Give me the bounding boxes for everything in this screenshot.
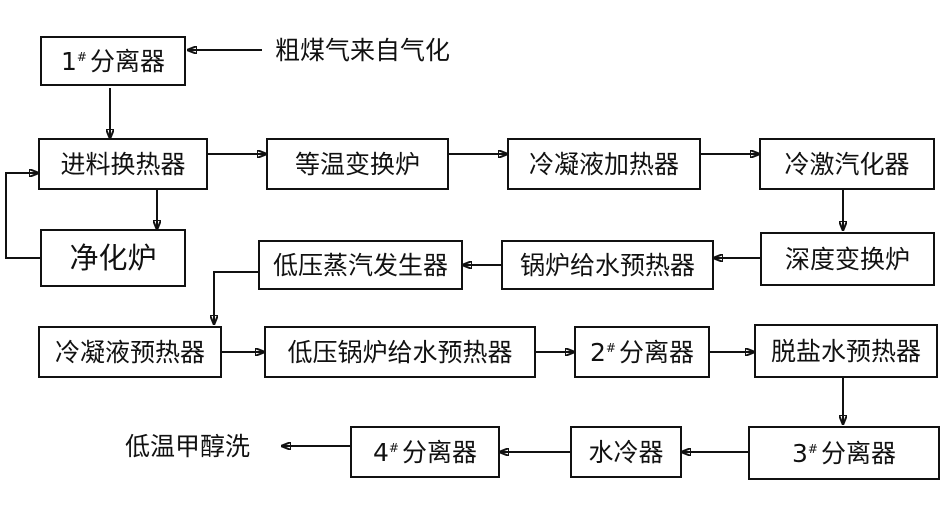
node-water-cooler: 水冷器	[570, 426, 682, 478]
node-low-pressure-steam-generator: 低压蒸汽发生器	[258, 240, 463, 290]
node-separator-2-label: 分离器	[618, 337, 694, 367]
node-separator-3-number: 3	[792, 438, 808, 468]
node-separator-3: 3#分离器	[748, 426, 940, 480]
node-separator-2: 2#分离器	[574, 326, 710, 378]
node-condensate-preheater: 冷凝液预热器	[38, 326, 222, 378]
node-boiler-feedwater-preheater: 锅炉给水预热器	[501, 240, 714, 290]
node-isothermal-shift-converter: 等温变换炉	[266, 138, 449, 190]
node-separator-3-mark: #	[807, 442, 818, 456]
external-sink-label: 低温甲醇洗	[125, 432, 251, 461]
node-separator-4-mark: #	[388, 441, 399, 455]
node-low-pressure-boiler-feedwater-preheater: 低压锅炉给水预热器	[264, 326, 536, 378]
node-separator-1-label: 分离器	[89, 46, 165, 76]
node-condensate-heater: 冷凝液加热器	[507, 138, 701, 190]
arrow-purifier-to-feed-heater	[5, 173, 40, 259]
node-separator-4-number: 4	[373, 437, 389, 467]
node-demineralized-water-preheater: 脱盐水预热器	[754, 324, 938, 378]
node-separator-1: 1#分离器	[40, 36, 186, 86]
node-purification-furnace: 净化炉	[40, 229, 186, 287]
node-deep-shift-converter: 深度变换炉	[760, 232, 935, 286]
node-separator-4: 4#分离器	[350, 426, 500, 478]
node-separator-3-label: 分离器	[820, 438, 896, 468]
external-source-label: 粗煤气来自气化	[275, 36, 451, 65]
node-separator-4-label: 分离器	[401, 437, 477, 467]
node-separator-1-number: 1	[61, 46, 77, 76]
node-separator-2-number: 2	[590, 337, 606, 367]
node-separator-1-mark: #	[76, 50, 87, 64]
node-separator-2-mark: #	[605, 341, 616, 355]
node-quench-vaporizer: 冷激汽化器	[759, 138, 935, 190]
arrow-lp-steam-gen-to-cond-preheater	[214, 271, 258, 324]
node-feed-heat-exchanger: 进料换热器	[38, 138, 208, 190]
